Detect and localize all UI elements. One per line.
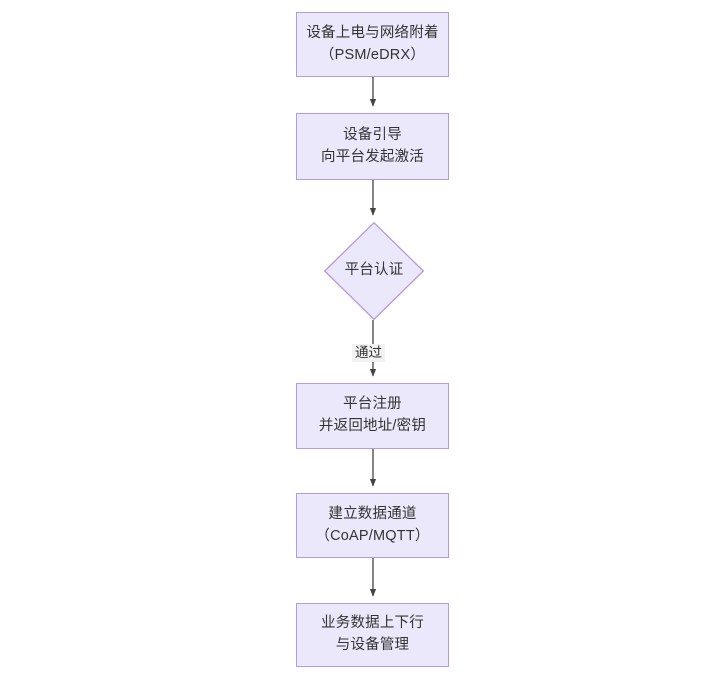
flow-node-label: 平台认证 — [344, 262, 404, 279]
edge-label-pass: 通过 — [352, 344, 385, 362]
flow-node-establish-data-channel[interactable]: 建立数据通道 （CoAP/MQTT） — [296, 493, 449, 558]
diamond-shape — [324, 222, 424, 320]
flow-node-label: 建立数据通道 （CoAP/MQTT） — [315, 505, 430, 544]
flow-node-device-bootstrap[interactable]: 设备引导 向平台发起激活 — [296, 113, 449, 180]
flow-node-label: 设备上电与网络附着 （PSM/eDRX） — [306, 24, 439, 63]
flow-node-platform-registration[interactable]: 平台注册 并返回地址/密钥 — [296, 383, 449, 449]
flow-node-label: 业务数据上下行 与设备管理 — [321, 615, 424, 653]
flow-node-platform-authentication[interactable]: 平台认证 — [324, 222, 424, 320]
flow-node-label: 设备引导 向平台发起激活 — [321, 126, 424, 165]
flow-node-device-power-on[interactable]: 设备上电与网络附着 （PSM/eDRX） — [296, 12, 449, 77]
flow-node-business-data-and-device-management[interactable]: 业务数据上下行 与设备管理 — [296, 603, 449, 667]
flow-node-label: 平台注册 并返回地址/密钥 — [318, 396, 427, 434]
